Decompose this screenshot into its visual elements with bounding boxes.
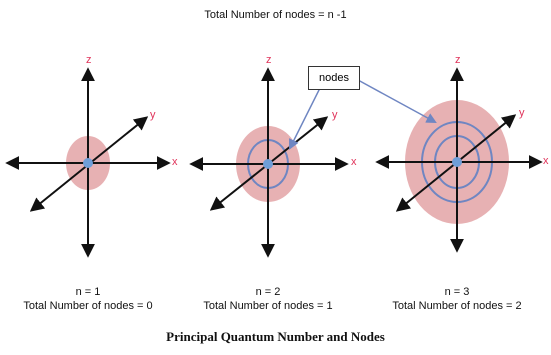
callout-pointer-n3 — [357, 79, 437, 124]
nucleus — [83, 158, 93, 168]
panel-n2-total-label: Total Number of nodes = 1 — [203, 300, 333, 312]
panel-n2 — [189, 67, 349, 258]
z-axis-label: z — [266, 54, 272, 66]
x-axis-label: x — [351, 156, 357, 168]
panel-n3 — [375, 67, 543, 253]
z-axis-label: z — [455, 54, 461, 66]
x-axis-label: x — [172, 156, 178, 168]
x-axis-label: x — [543, 155, 549, 167]
y-axis-label: y — [332, 109, 338, 121]
nucleus — [452, 157, 462, 167]
panel-n3-total-label: Total Number of nodes = 2 — [392, 300, 522, 312]
panel-n3-n-label: n = 3 — [444, 286, 470, 298]
callout-pointer-n2 — [289, 87, 321, 150]
panel-n1 — [5, 67, 171, 258]
y-axis-label: y — [150, 109, 156, 121]
z-axis-label: z — [86, 54, 92, 66]
panel-n2-n-label: n = 2 — [255, 286, 281, 298]
nodes-callout: nodes — [308, 66, 360, 90]
panel-n1-n-label: n = 1 — [75, 286, 101, 298]
node-formula: Total Number of nodes = n -1 — [204, 9, 347, 21]
y-axis-label: y — [519, 107, 525, 119]
figure-caption: Principal Quantum Number and Nodes — [166, 329, 385, 344]
panel-n1-total-label: Total Number of nodes = 0 — [23, 300, 153, 312]
nucleus — [263, 159, 273, 169]
